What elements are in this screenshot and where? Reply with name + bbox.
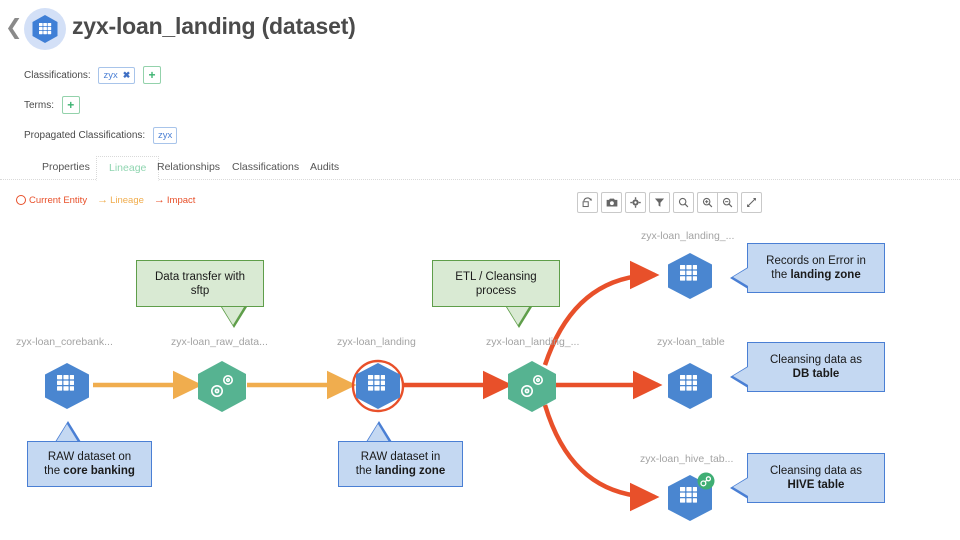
classifications-label: Classifications: xyxy=(24,69,91,81)
current-entity-ring-icon xyxy=(16,195,26,205)
arrow-right-icon: → xyxy=(153,193,165,206)
node-label-dbtable: zyx-loan_table xyxy=(657,336,725,348)
node-label-rawdata: zyx-loan_raw_data... xyxy=(171,336,268,348)
close-icon[interactable]: ✖ xyxy=(122,69,131,80)
add-term-button[interactable]: + xyxy=(61,96,80,114)
callout-hivetable: Cleansing data as HIVE table xyxy=(747,453,885,503)
filter-icon[interactable] xyxy=(649,192,670,213)
node-label-corebank: zyx-loan_corebank... xyxy=(16,336,113,348)
callout-dbtable-line1: Cleansing data as xyxy=(769,354,863,366)
callout-rawlanding-bold: landing zone xyxy=(374,465,446,477)
fullscreen-icon[interactable] xyxy=(741,192,762,213)
classification-chip[interactable]: zyx ✖ xyxy=(98,66,136,84)
terms-row: Terms: + xyxy=(24,96,80,114)
callout-errors-tail xyxy=(732,268,748,287)
callout-dbtable: Cleansing data as DB table xyxy=(747,342,885,392)
camera-icon[interactable] xyxy=(601,192,622,213)
callout-errors-bold: landing zone xyxy=(790,269,861,281)
graph-node-etl xyxy=(508,361,556,412)
graph-node-dbtable xyxy=(668,363,712,409)
add-classification-button[interactable]: + xyxy=(143,66,162,84)
gear-icon[interactable] xyxy=(625,192,646,213)
legend-impact: → Impact xyxy=(153,193,196,206)
search-icon[interactable] xyxy=(673,192,694,213)
callout-rawlanding-line2: the xyxy=(355,465,375,477)
graph-node-corebank xyxy=(45,363,89,409)
callout-sftp-line1: Data transfer with xyxy=(154,270,246,283)
graph-node-rawdata xyxy=(198,361,246,412)
callout-dbtable-bold: DB table xyxy=(792,368,840,380)
callout-etl-tail xyxy=(507,307,530,325)
callout-etl-line1: ETL / Cleansing xyxy=(455,270,537,283)
callout-sftp-tail xyxy=(222,307,245,325)
callout-sftp: Data transfer with sftp xyxy=(136,260,264,307)
tab-classifications[interactable]: Classifications xyxy=(232,161,300,173)
lineage-edges xyxy=(45,253,715,521)
callout-hivetable-line1: Cleansing data as xyxy=(769,465,863,477)
classifications-row: Classifications: zyx ✖ + xyxy=(24,66,162,84)
callout-etl-line2: process xyxy=(475,284,517,297)
tab-audits[interactable]: Audits xyxy=(310,161,340,173)
dataset-hexagon-icon xyxy=(24,8,66,50)
callout-rawcore-line1: RAW dataset on xyxy=(47,451,132,463)
graph-toolbar xyxy=(577,192,765,213)
entity-header: ❮ zyx-loan_landing (dataset) xyxy=(0,0,960,56)
zoom-out-icon[interactable] xyxy=(717,192,738,213)
callout-errors: Records on Error in the landing zone xyxy=(747,243,885,293)
tab-strip xyxy=(0,156,960,180)
classification-chip-label: zyx xyxy=(103,69,118,81)
callout-rawlanding-tail xyxy=(367,423,390,442)
callout-rawlanding: RAW dataset in the landing zone xyxy=(338,441,463,487)
callout-rawcore-line2: the xyxy=(44,465,64,477)
propagated-classifications-label: Propagated Classifications: xyxy=(24,130,146,141)
callout-sftp-line2: sftp xyxy=(190,284,210,297)
callout-errors-line2: the xyxy=(771,269,791,281)
tab-bar: Properties Lineage Relationships Classif… xyxy=(0,156,960,181)
propagated-classifications-row: Propagated Classifications: zyx xyxy=(24,127,178,144)
lineage-graph[interactable]: zyx-loan_corebank... zyx-loan_raw_data..… xyxy=(0,215,960,540)
callout-errors-line1: Records on Error in xyxy=(766,255,866,267)
legend-lineage-label: Lineage xyxy=(110,194,144,206)
legend-current-entity-label: Current Entity xyxy=(29,194,88,206)
tab-lineage[interactable]: Lineage xyxy=(96,156,160,181)
callout-rawcore-bold: core banking xyxy=(63,465,135,477)
callout-rawlanding-line1: RAW dataset in xyxy=(360,451,441,463)
tab-relationships[interactable]: Relationships xyxy=(157,161,221,173)
terms-label: Terms: xyxy=(24,99,54,111)
callout-rawcore-tail xyxy=(56,423,79,442)
callout-rawcore: RAW dataset on the core banking xyxy=(27,441,152,487)
callout-dbtable-tail xyxy=(732,367,748,386)
hive-badge-icon xyxy=(697,472,715,490)
node-label-error: zyx-loan_landing_... xyxy=(641,230,735,242)
node-label-landing: zyx-loan_landing xyxy=(337,336,416,348)
propagated-chip-label: zyx xyxy=(157,130,173,141)
lineage-legend: Current Entity → Lineage → Impact xyxy=(16,193,205,207)
chevron-left-icon[interactable]: ❮ xyxy=(5,16,23,39)
legend-impact-label: Impact xyxy=(166,194,196,206)
node-label-etl: zyx-loan_landing_... xyxy=(486,336,580,348)
reset-layout-icon[interactable] xyxy=(577,192,598,213)
page-title: zyx-loan_landing (dataset) xyxy=(72,13,356,39)
callout-etl: ETL / Cleansing process xyxy=(432,260,560,307)
arrow-right-icon: → xyxy=(97,193,109,206)
graph-node-hivetable xyxy=(668,472,715,521)
legend-lineage: → Lineage xyxy=(97,193,144,206)
zoom-in-icon[interactable] xyxy=(697,192,717,213)
tab-properties[interactable]: Properties xyxy=(42,161,90,173)
callout-hivetable-tail xyxy=(732,478,748,497)
node-label-hivetable: zyx-loan_hive_tab... xyxy=(640,453,734,465)
callout-hivetable-bold: HIVE table xyxy=(787,479,845,491)
legend-current-entity: Current Entity xyxy=(16,195,87,206)
graph-node-landing xyxy=(351,359,405,413)
graph-node-error xyxy=(668,253,712,299)
propagated-classification-chip[interactable]: zyx xyxy=(152,127,178,144)
